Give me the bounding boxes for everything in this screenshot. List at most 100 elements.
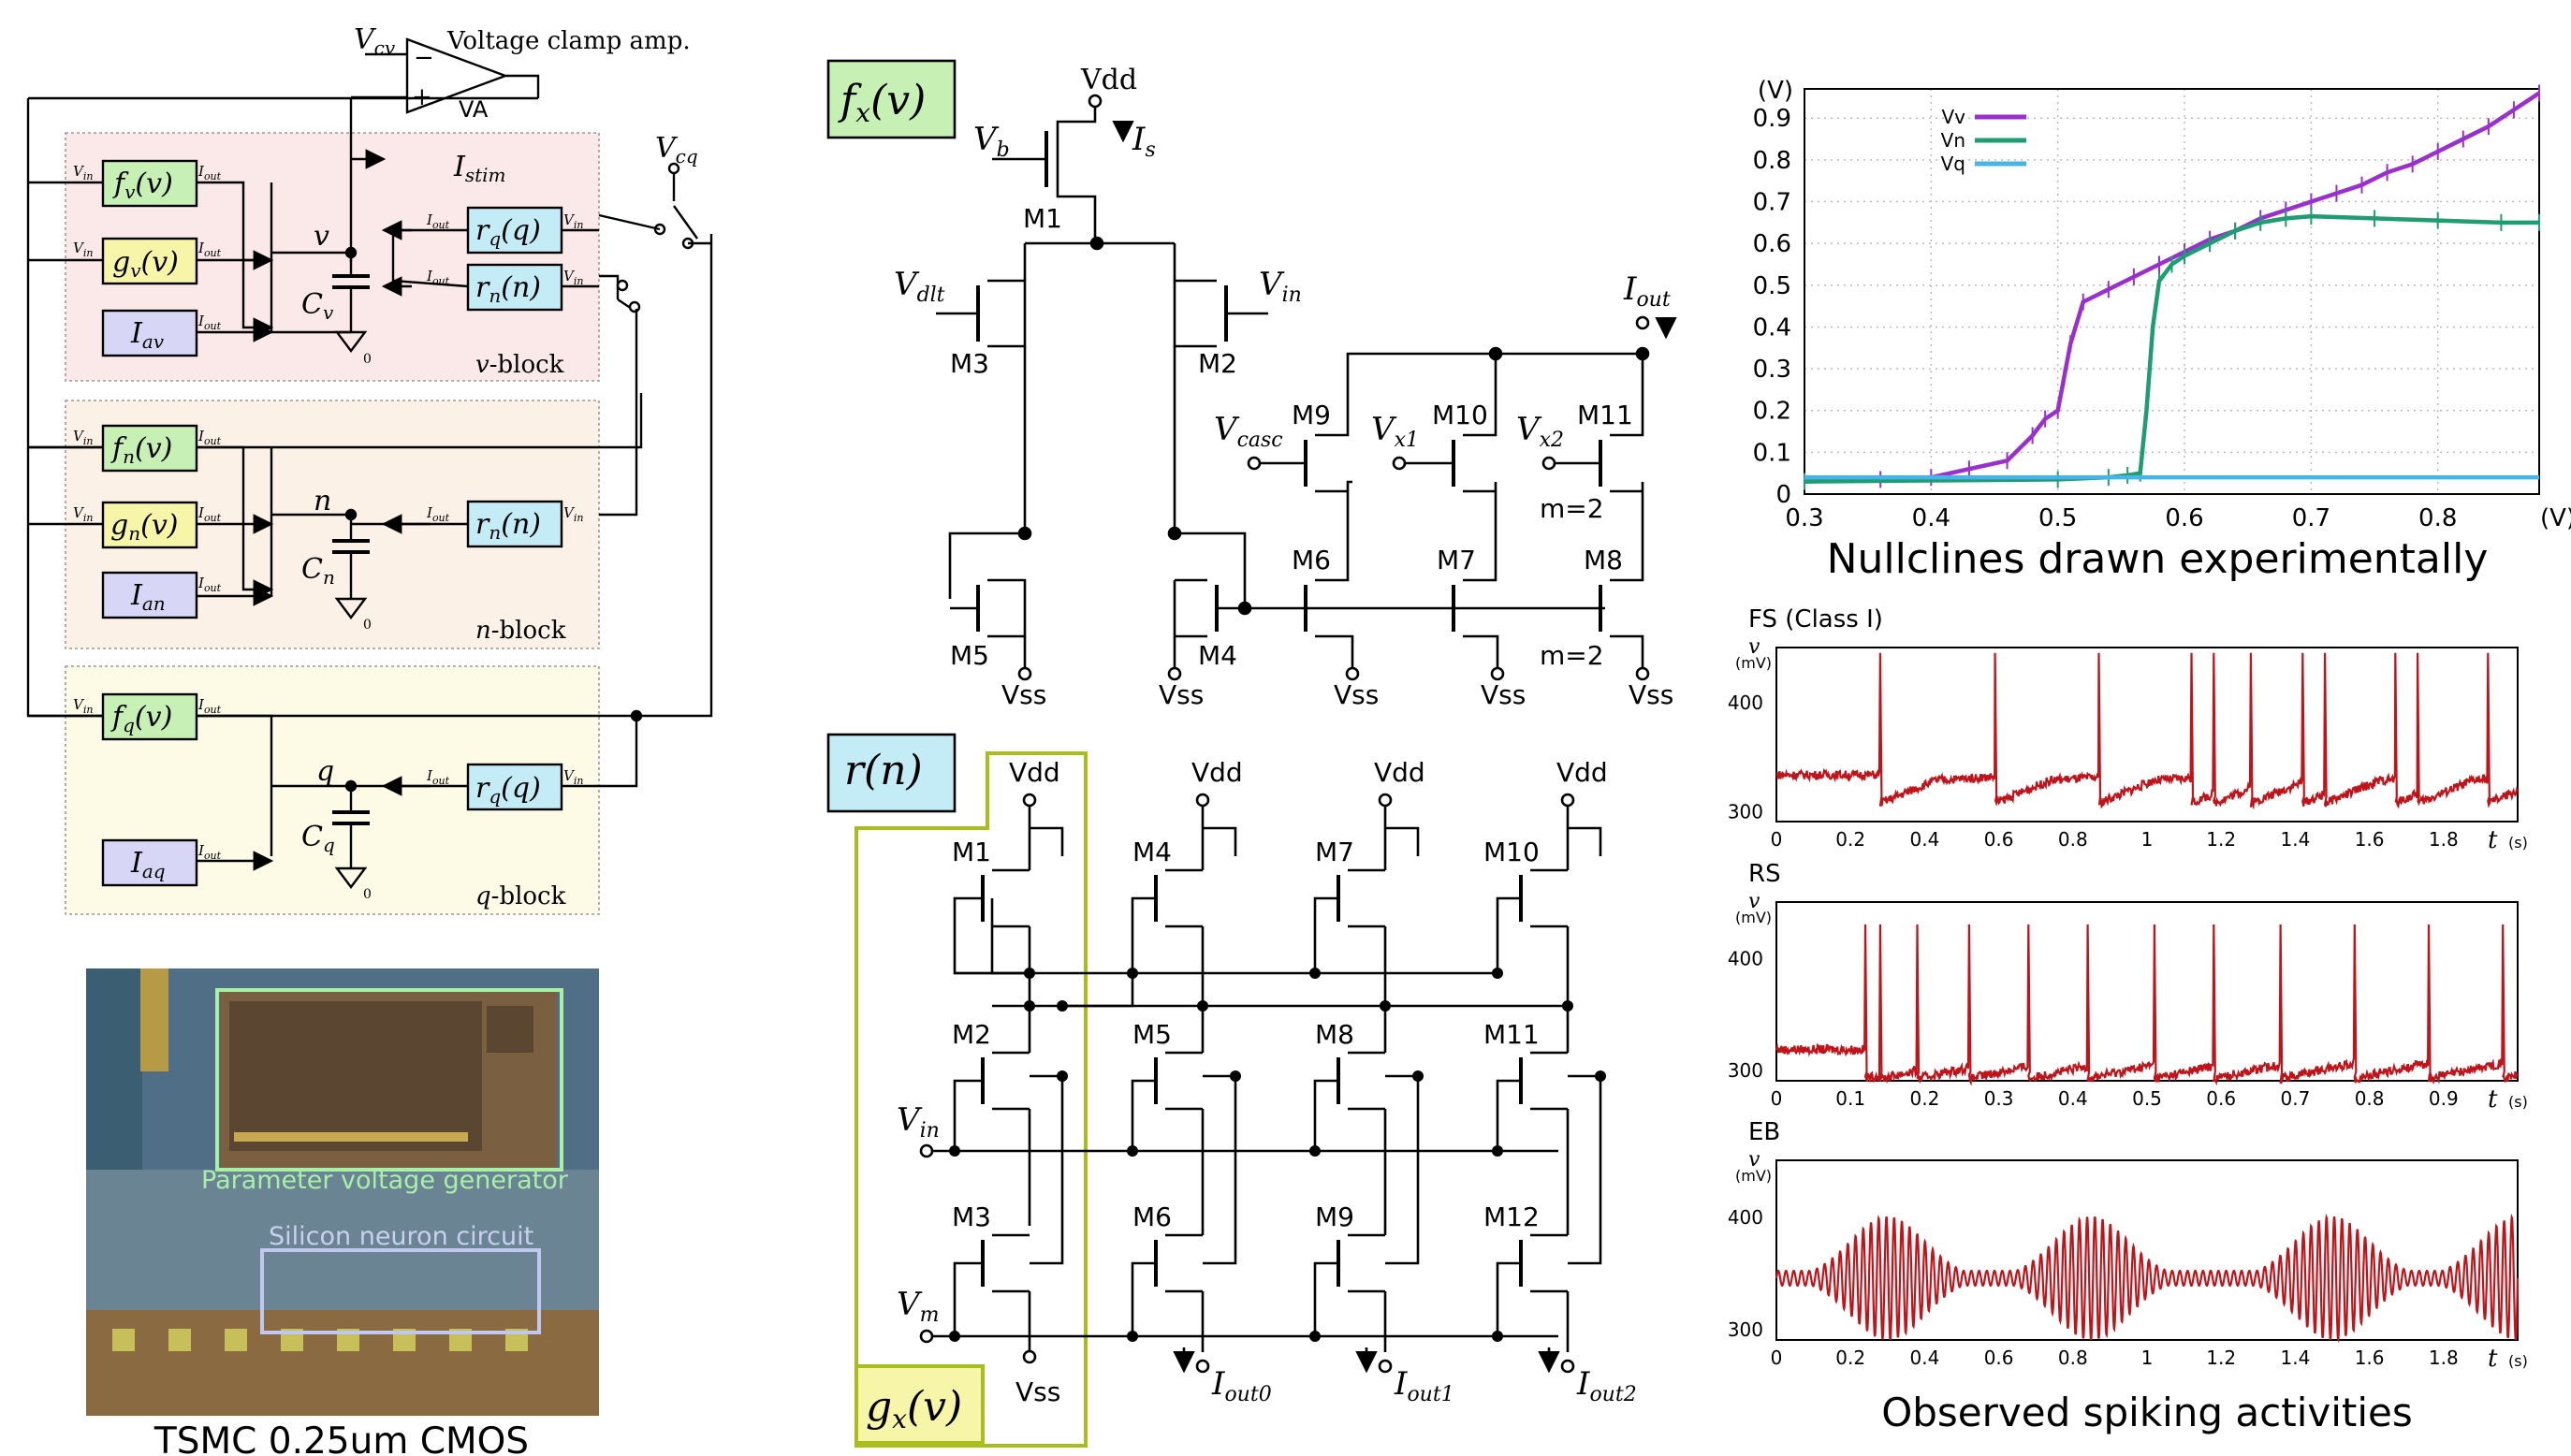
x-tick-label: 0.2 — [1835, 1347, 1865, 1369]
panel-title: RS — [1748, 860, 1781, 888]
x-tick-label: 0.1 — [1835, 1087, 1865, 1110]
y-axis-label: v — [1748, 1148, 1760, 1172]
x-tick-label: 1.4 — [2280, 1347, 2310, 1369]
y-tick-label: 0.1 — [1753, 439, 1791, 467]
fx-labels: fx(v) Vdd Vb Is Vdlt Vin Iout Vcasc Vx1 … — [838, 64, 1673, 710]
svg-text:Vin: Vin — [897, 1101, 940, 1143]
x-tick-label: 0.5 — [2038, 504, 2077, 532]
x-tick-label: 0.3 — [1785, 504, 1823, 532]
svg-text:Vdd: Vdd — [1080, 64, 1137, 96]
x-tick-label: 0 — [1771, 828, 1783, 851]
svg-text:M11: M11 — [1483, 1019, 1540, 1050]
svg-text:Vdlt: Vdlt — [894, 266, 945, 307]
voltage-trace — [1775, 1213, 2520, 1344]
chip-caption: TSMC 0.25um CMOS — [153, 1420, 529, 1456]
svg-text:v: v — [314, 220, 329, 253]
svg-text:r(n): r(n) — [844, 747, 923, 794]
y-tick-label: 0.9 — [1753, 105, 1791, 133]
svg-text:M9: M9 — [1315, 1201, 1354, 1232]
y-axis-label: v — [1748, 890, 1760, 913]
svg-text:fx(v): fx(v) — [838, 77, 926, 128]
y-tick-label: 0.6 — [1753, 230, 1791, 258]
svg-text:gv(v): gv(v) — [112, 246, 179, 282]
x-tick-label: 0.9 — [2429, 1087, 2459, 1110]
gn-box — [101, 501, 198, 549]
svg-text:Vin: Vin — [73, 163, 93, 182]
fv-box — [101, 159, 198, 208]
svg-text:M10: M10 — [1483, 837, 1540, 867]
x-tick-label: 0 — [1771, 1087, 1783, 1110]
svg-text:Cv: Cv — [301, 288, 334, 324]
x-tick-label: 0.4 — [2058, 1087, 2088, 1110]
x-tick-label: 0.6 — [2165, 504, 2203, 532]
svg-text:+: + — [412, 83, 432, 111]
svg-text:Vin: Vin — [73, 428, 93, 447]
svg-text:Vss: Vss — [1015, 1376, 1060, 1407]
y-tick-label: 0.7 — [1753, 189, 1791, 217]
svg-text:Iaq: Iaq — [130, 847, 166, 882]
voltage-trace — [1775, 924, 2519, 1086]
param-gen-box — [215, 988, 563, 1172]
plot-frame — [1804, 88, 2540, 495]
svg-text:Vcq: Vcq — [655, 132, 698, 167]
ian-box — [101, 571, 198, 619]
svg-text:Vdd: Vdd — [1191, 757, 1243, 788]
x-tick-label: 0.4 — [1912, 504, 1950, 532]
svg-text:M9: M9 — [1292, 400, 1331, 430]
x-tick-label: 0.6 — [2206, 1087, 2236, 1110]
panel-title: FS (Class I) — [1748, 605, 1883, 633]
svg-text:M1: M1 — [952, 837, 991, 867]
rn-schematic — [826, 733, 1606, 1448]
rn-box-v — [466, 263, 563, 312]
y-tick-label: 300 — [1728, 1318, 1763, 1341]
svg-text:Iout: Iout — [197, 163, 222, 182]
y-tick-label: 0.3 — [1753, 356, 1791, 384]
svg-text:Vx2: Vx2 — [1516, 411, 1564, 452]
svg-text:M6: M6 — [1132, 1201, 1172, 1232]
svg-text:M7: M7 — [1315, 837, 1354, 867]
svg-text:M2: M2 — [1198, 348, 1237, 379]
y-tick-label: 0.4 — [1753, 313, 1791, 342]
x-axis-unit: (s) — [2508, 834, 2528, 852]
x-tick-label: 1.2 — [2206, 828, 2236, 851]
svg-text:m=2: m=2 — [1540, 640, 1604, 671]
svg-text:Vcasc: Vcasc — [1214, 411, 1283, 452]
svg-text:rq(q): rq(q) — [475, 214, 541, 250]
x-tick-label: 0.2 — [1909, 1087, 1939, 1110]
svg-text:Vm: Vm — [897, 1286, 939, 1327]
plot-frame — [1775, 901, 2519, 1082]
svg-text:Iout: Iout — [1623, 270, 1671, 312]
svg-text:m=2: m=2 — [1540, 493, 1604, 524]
svg-text:M4: M4 — [1198, 640, 1237, 671]
rn-box-n — [466, 500, 563, 548]
x-tick-label: 0.8 — [2418, 504, 2457, 532]
svg-text:n-block: n-block — [475, 617, 566, 645]
chart-caption: Observed spiking activities — [1881, 1390, 2413, 1435]
y-tick-label: 0.5 — [1753, 272, 1791, 300]
svg-text:VA: VA — [459, 96, 489, 123]
chart-title: Nullclines drawn experimentally — [1827, 535, 2489, 583]
svg-text:Vdd: Vdd — [1556, 757, 1608, 788]
x-tick-label: 0.8 — [2058, 828, 2088, 851]
svg-text:gx(v): gx(v) — [866, 1383, 962, 1434]
x-axis-unit: (s) — [2508, 1093, 2528, 1111]
svg-text:Iout: Iout — [197, 428, 222, 447]
svg-text:Iout0: Iout0 — [1211, 1365, 1272, 1406]
svg-text:Vb: Vb — [973, 121, 1010, 162]
x-tick-label: 0.3 — [1984, 1087, 2014, 1110]
y-axis-unit: (mV) — [1735, 1167, 1772, 1185]
x-tick-label: 1.2 — [2206, 1347, 2236, 1369]
y-tick-label: 400 — [1728, 1206, 1763, 1229]
x-axis-label: t — [2488, 826, 2498, 854]
svg-text:rn(n): rn(n) — [475, 271, 541, 307]
svg-text:Iav: Iav — [130, 317, 165, 353]
neuron-block-diagram — [26, 37, 713, 915]
svg-text:Iout: Iout — [426, 767, 450, 787]
x-tick-label: 0 — [1771, 1347, 1783, 1369]
iav-box — [101, 309, 198, 357]
svg-text:Vcv: Vcv — [354, 23, 396, 59]
svg-text:Vin: Vin — [73, 696, 93, 716]
x-tick-label: 0.6 — [1984, 828, 2014, 851]
x-tick-label: 0.8 — [2355, 1087, 2385, 1110]
